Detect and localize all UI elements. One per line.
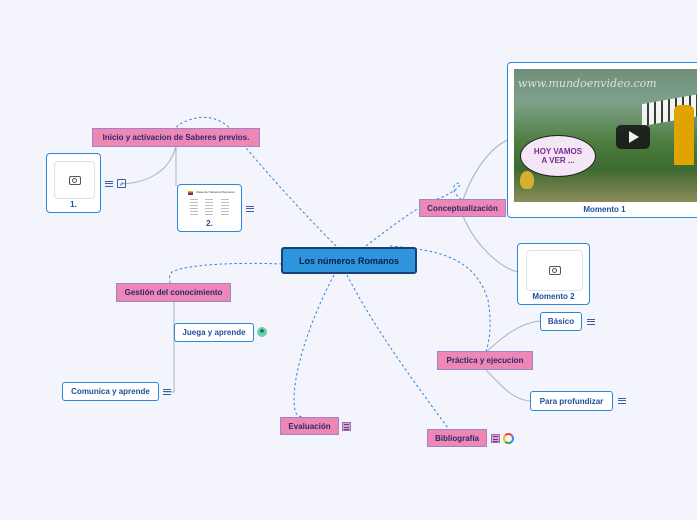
leaf-para-profundizar[interactable]: Para profundizar xyxy=(530,391,613,411)
branch-evaluacion[interactable]: Evaluación xyxy=(280,417,339,435)
central-topic[interactable]: Los números Romanos xyxy=(281,247,417,274)
doc-title: Clase de Números Romanos xyxy=(196,190,235,194)
notes-icon[interactable] xyxy=(491,434,500,443)
link-icon[interactable]: ↗ xyxy=(117,179,126,188)
link-practica-profundizar xyxy=(485,369,531,402)
link-center-evaluacion xyxy=(293,274,335,418)
card-1[interactable]: 1. xyxy=(46,153,101,213)
link-conceptualizacion-momento2 xyxy=(462,215,519,273)
bubble-line-2: A VER ... xyxy=(541,156,575,165)
video-thumbnail[interactable]: www.mundoenvideo.com HOY VAMOS A VER ... xyxy=(514,69,697,202)
link-center-conceptualizacion xyxy=(365,182,463,247)
leaf-comunica-aprende[interactable]: Comunica y aprende xyxy=(62,382,159,401)
card-1-label: 1. xyxy=(70,200,77,209)
google-icon[interactable] xyxy=(503,433,514,444)
tree-icon[interactable]: ♣ xyxy=(257,327,267,337)
link-practica-basico xyxy=(485,320,541,353)
leaf-juega-aprende[interactable]: Juega y aprende xyxy=(174,323,254,342)
card-2-label: 2. xyxy=(206,219,213,228)
notes-icon[interactable] xyxy=(105,180,113,188)
notes-icon[interactable] xyxy=(618,397,626,405)
notes-icon[interactable] xyxy=(342,422,351,431)
branch-practica[interactable]: Práctica y ejecucion xyxy=(437,351,533,370)
card-2[interactable]: Clase de Números Romanos 2. xyxy=(177,184,242,232)
card-momento-2-label: Momento 2 xyxy=(532,292,575,301)
link-conceptualizacion-momento1 xyxy=(462,139,509,201)
link-inicio-card1 xyxy=(119,145,177,185)
image-placeholder xyxy=(54,161,95,199)
card-momento-1-label: Momento 1 xyxy=(583,205,626,214)
card-momento-1[interactable]: www.mundoenvideo.com HOY VAMOS A VER ...… xyxy=(507,62,697,218)
link-center-gestion xyxy=(169,262,283,284)
notes-icon[interactable] xyxy=(246,205,254,213)
camera-icon xyxy=(68,175,81,185)
link-center-practica xyxy=(389,245,491,352)
leaf-basico[interactable]: Básico xyxy=(540,312,582,331)
link-gestion-comunica xyxy=(164,302,175,393)
image-placeholder xyxy=(526,250,583,291)
card-momento-2[interactable]: Momento 2 xyxy=(517,243,590,305)
play-icon[interactable] xyxy=(616,125,650,149)
video-watermark: www.mundoenvideo.com xyxy=(518,77,657,90)
notes-icon[interactable] xyxy=(163,388,171,396)
branch-gestion[interactable]: Gestión del conocimiento xyxy=(116,283,231,302)
camera-icon xyxy=(548,266,561,275)
link-center-inicio xyxy=(174,116,337,247)
branch-bibliografia[interactable]: Bibliografía xyxy=(427,429,487,447)
document-thumbnail: Clase de Números Romanos xyxy=(184,188,237,220)
bubble-line-1: HOY VAMOS xyxy=(533,147,583,156)
speech-bubble: HOY VAMOS A VER ... xyxy=(520,135,596,177)
link-center-bibliografia xyxy=(346,274,449,429)
character xyxy=(520,171,534,189)
notes-icon[interactable] xyxy=(587,318,595,326)
branch-inicio[interactable]: Inicio y activacion de Saberes previos. xyxy=(92,128,260,147)
flag-icon xyxy=(188,191,193,195)
branch-conceptualizacion[interactable]: Conceptualización xyxy=(419,199,506,217)
tower xyxy=(674,105,694,165)
